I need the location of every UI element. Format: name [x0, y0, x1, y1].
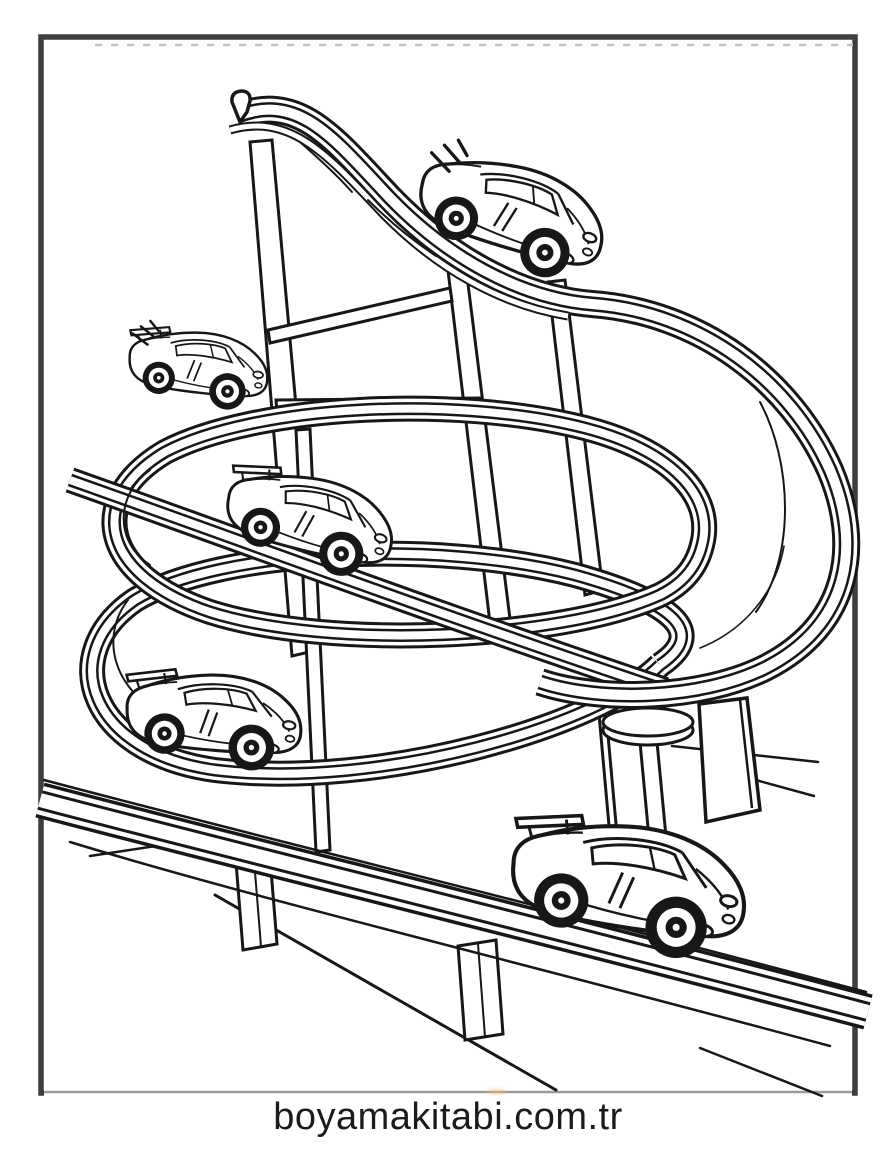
ramp-start-curl	[230, 89, 252, 126]
track-top-ramp	[230, 89, 846, 695]
site-watermark: boyamakitabi.com.tr	[273, 1096, 623, 1138]
toy-car-left	[121, 317, 275, 418]
sketch-accents	[42, 141, 868, 1048]
support-crossbar-1	[266, 286, 454, 345]
support-post-center-1	[445, 258, 514, 642]
paper-smudge	[484, 1086, 510, 1097]
support-post-right	[697, 696, 762, 825]
